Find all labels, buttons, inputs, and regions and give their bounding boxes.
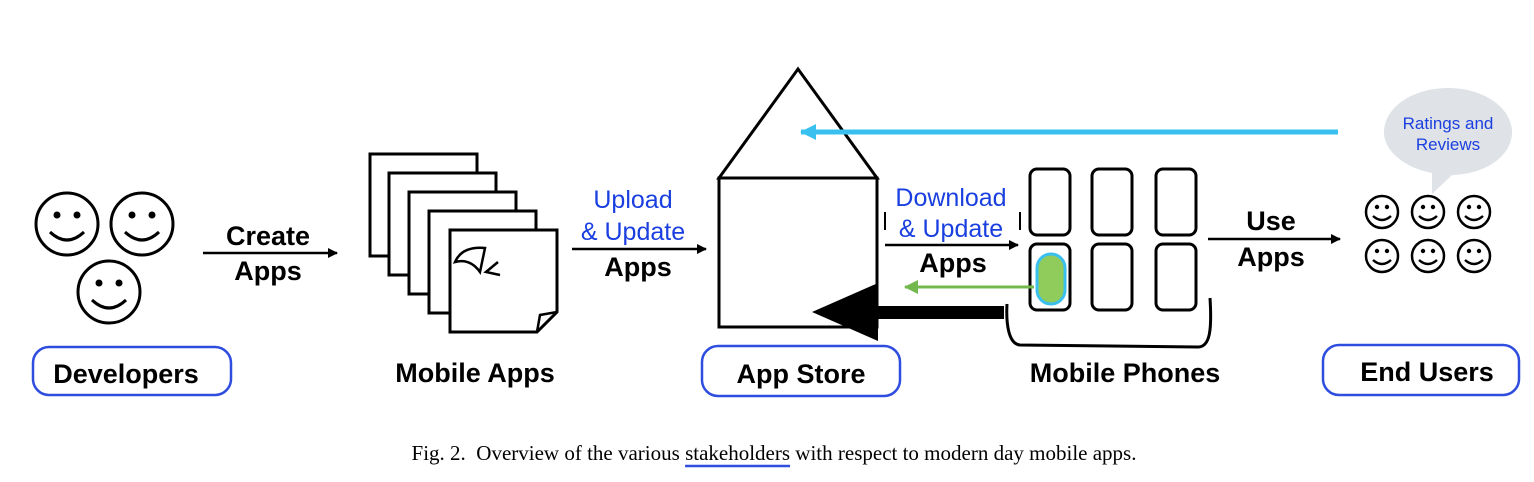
upload-label-line2: & Update: [581, 218, 685, 246]
user-face-icon: [1456, 194, 1492, 230]
developers-label: Developers: [53, 359, 199, 389]
phones-bracket: [1005, 297, 1213, 349]
download-label-line1: Download: [895, 184, 1006, 212]
mobile-phones-grid: [1028, 167, 1198, 312]
developers-label-box: [31, 345, 233, 397]
ratings-speech-bubble-icon: [1384, 88, 1512, 194]
app-pill-icon: [1035, 252, 1067, 306]
mobile-apps-stack-icon: [368, 152, 559, 334]
phone-icon: [1028, 167, 1072, 237]
use-apps-label-line2: Apps: [1237, 242, 1305, 272]
app-store-label: App Store: [736, 359, 865, 389]
caption-highlight: stakeholders: [685, 441, 790, 465]
create-apps-label-line2: Apps: [234, 256, 302, 286]
end-users-group: [1364, 194, 1492, 274]
bubble-text-line2: Reviews: [1416, 135, 1480, 154]
phone-icon: [1090, 242, 1134, 312]
bubble-text-line1: Ratings and: [1403, 114, 1494, 133]
user-face-icon: [1364, 238, 1400, 274]
upload-label-line3: Apps: [604, 252, 672, 282]
download-label-line3: Apps: [919, 248, 987, 278]
user-face-icon: [1410, 238, 1446, 274]
caption-prefix: Fig. 2.: [412, 441, 466, 465]
end-users-label-box: [1321, 343, 1521, 397]
upload-label-line1: Upload: [593, 186, 672, 214]
phones-to-store-thick-arrow: [812, 283, 1004, 341]
developers-group: [34, 191, 175, 325]
figure-caption: Fig. 2. Overview of the various stakehol…: [412, 441, 1137, 465]
phone-icon: [1090, 167, 1134, 237]
end-users-label: End Users: [1360, 357, 1494, 387]
developer-face-icon: [76, 259, 142, 325]
create-apps-label-line1: Create: [226, 221, 310, 251]
phone-icon: [1154, 167, 1198, 237]
mobile-apps-label: Mobile Apps: [395, 358, 555, 388]
download-label-line2: & Update: [899, 215, 1003, 243]
caption-before: Overview of the various: [476, 441, 680, 465]
caption-after: with respect to modern day mobile apps.: [795, 441, 1136, 465]
developer-face-icon: [34, 191, 100, 257]
phone-icon: [1154, 242, 1198, 312]
mobile-phones-label: Mobile Phones: [1030, 358, 1221, 388]
use-apps-label-line1: Use: [1246, 206, 1296, 236]
app-store-label-box: [700, 344, 902, 398]
user-face-icon: [1456, 238, 1492, 274]
user-face-icon: [1364, 194, 1400, 230]
app-store-house-icon: [716, 66, 880, 329]
user-face-icon: [1410, 194, 1446, 230]
developer-face-icon: [109, 191, 175, 257]
